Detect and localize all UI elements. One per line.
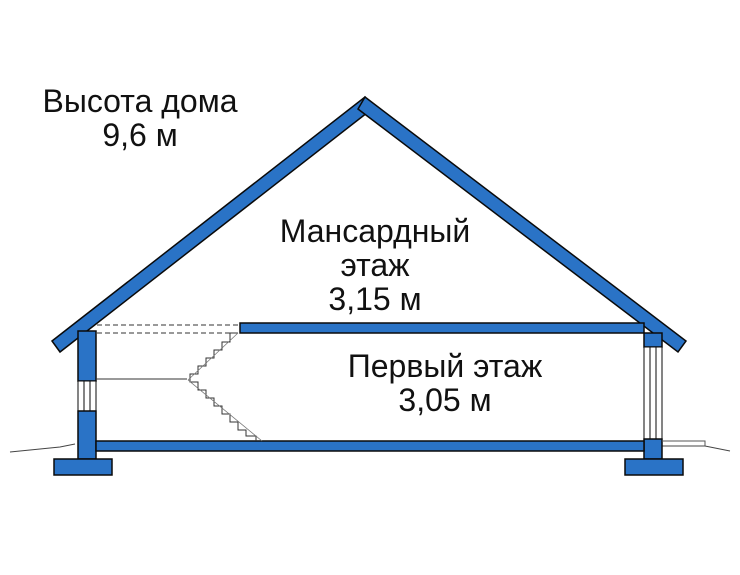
right-wall-lower	[643, 438, 663, 460]
right-window	[643, 346, 663, 440]
attic-floor-value: 3,15 м	[328, 281, 422, 317]
staircase-stringer-lower	[187, 379, 263, 442]
attic-floor-label: Мансардный этаж 3,15 м	[240, 214, 510, 316]
first-floor-value: 3,05 м	[398, 382, 492, 418]
house-height-label: Высота дома 9,6 м	[10, 84, 270, 152]
house-height-value: 9,6 м	[102, 117, 178, 153]
first-floor-label: Первый этаж 3,05 м	[300, 349, 590, 417]
left-wall-lower	[77, 410, 97, 460]
staircase-stringer	[187, 332, 239, 381]
left-foundation	[53, 458, 113, 476]
porch-step	[662, 440, 706, 446]
right-foundation	[624, 458, 684, 476]
first-floor-title: Первый этаж	[347, 348, 543, 384]
left-window	[77, 380, 97, 412]
left-wall-upper	[77, 330, 97, 382]
first-floor-slab	[95, 440, 645, 452]
right-wall-top	[643, 332, 663, 348]
attic-floor-title-1: Мансардный	[279, 213, 471, 249]
staircase	[189, 332, 257, 441]
attic-floor-slab	[239, 322, 645, 334]
attic-floor-title-2: этаж	[340, 247, 410, 283]
house-height-title: Высота дома	[42, 83, 238, 119]
roof-right-slope	[357, 95, 688, 354]
